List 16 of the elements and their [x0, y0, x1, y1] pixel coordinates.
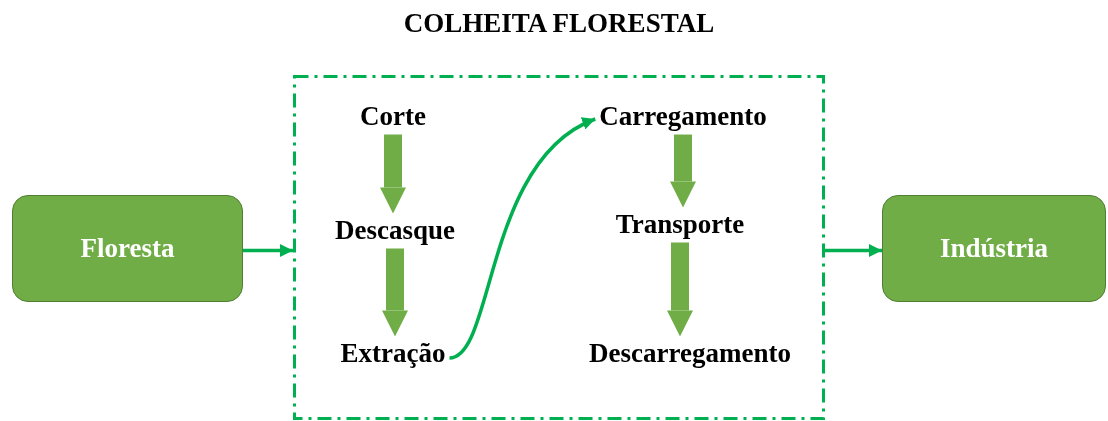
process-box: Indústria: [882, 195, 1106, 302]
step-label: Descarregamento: [589, 338, 791, 370]
arrow: [825, 244, 882, 257]
arrow: [448, 117, 597, 360]
step-label: Extração: [340, 338, 446, 370]
process-box: Floresta: [12, 195, 243, 302]
block-arrow: [670, 134, 696, 208]
block-arrow: [380, 134, 406, 214]
block-arrow: [667, 242, 693, 337]
step-label: Corte: [360, 101, 426, 133]
step-label: Carregamento: [599, 101, 767, 133]
group-title: COLHEITA FLORESTAL: [403, 8, 715, 39]
step-label: Descasque: [335, 215, 455, 247]
step-label: Transporte: [615, 209, 745, 241]
arrow: [243, 244, 293, 257]
block-arrow: [382, 248, 408, 337]
